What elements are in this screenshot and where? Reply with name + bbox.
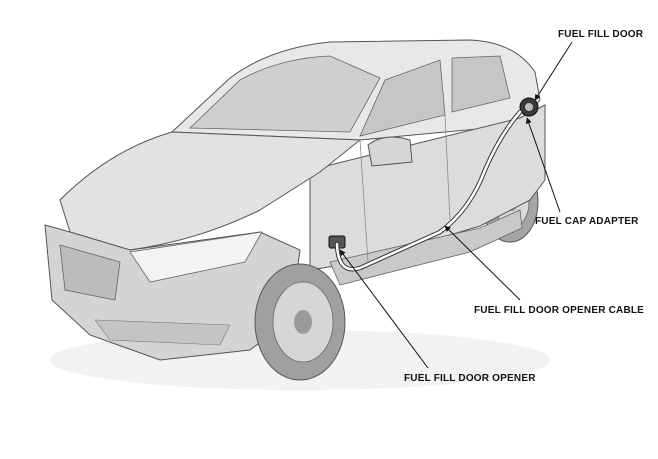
fuel-fill-door-part (520, 98, 538, 116)
leader-fuel-fill-door (535, 42, 572, 100)
label-fuel-fill-door: FUEL FILL DOOR (558, 29, 643, 40)
label-fuel-cap-adapter: FUEL CAP ADAPTER (535, 216, 639, 227)
side-mirror (368, 137, 412, 166)
label-fuel-fill-door-opener: FUEL FILL DOOR OPENER (404, 373, 536, 384)
front-wheel (255, 264, 345, 380)
label-fuel-fill-door-opener-cable: FUEL FILL DOOR OPENER CABLE (474, 305, 644, 316)
